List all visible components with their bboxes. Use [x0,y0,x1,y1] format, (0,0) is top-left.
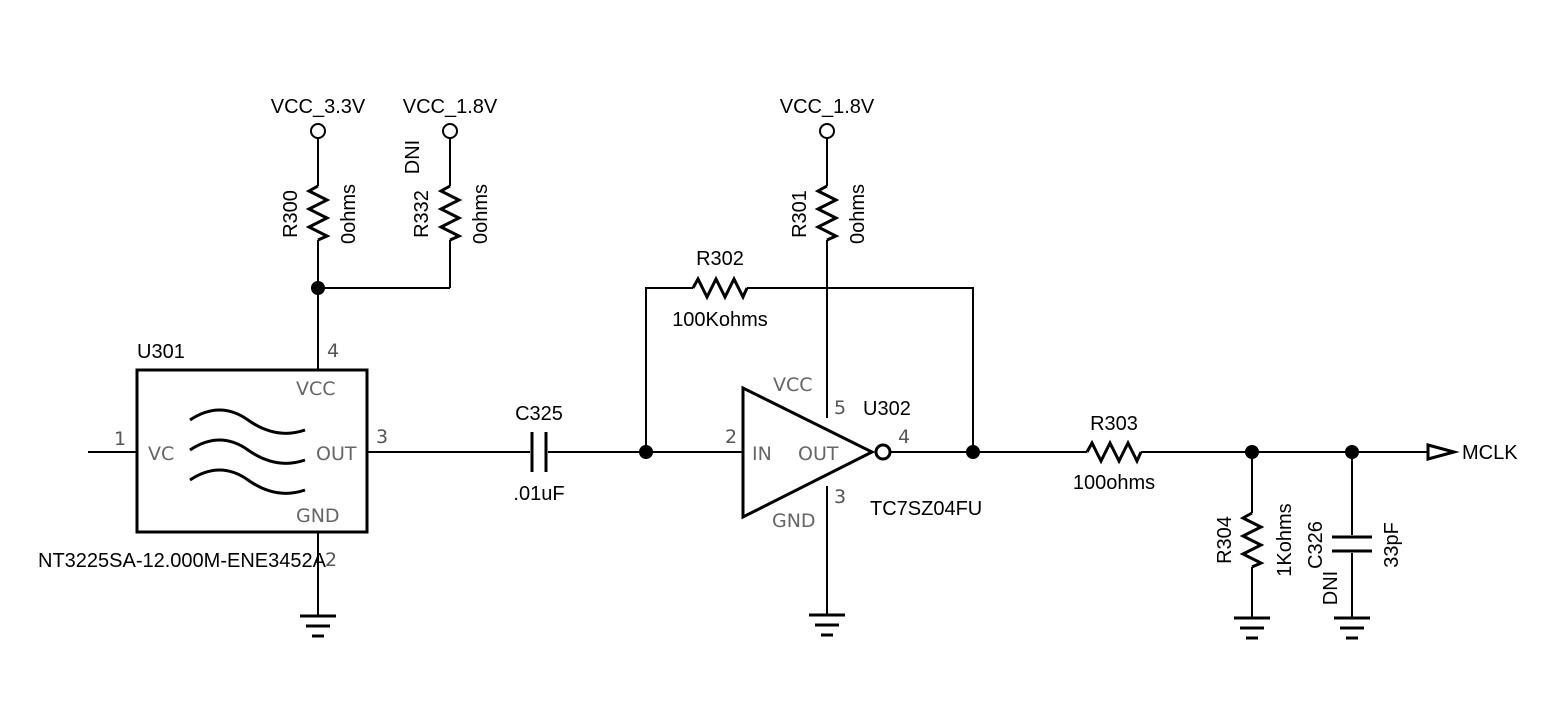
mclk-port: MCLK [1426,442,1518,464]
u301-pin-gnd: GND [296,505,340,527]
u301-pin1-number: 1 [114,428,126,450]
u302-pin-out: OUT [798,443,839,465]
c326-ref: C326 [1305,521,1327,569]
r302-ref: R302 [696,248,744,270]
vcc-1v8-terminal-b: VCC_1.8V [780,96,875,139]
c325-ref: C325 [515,403,563,425]
resistor-r303: R303 100ohms [1073,413,1155,494]
u302-pin-gnd: GND [772,510,816,532]
r303-ref: R303 [1090,413,1138,435]
vcc-1v8-label-a: VCC_1.8V [403,96,498,118]
u302-pin-in: IN [752,443,772,465]
u302-ref: U302 [863,398,911,420]
u301-pin-vcc: VCC [296,378,336,400]
vcc-1v8-terminal-a: VCC_1.8V [403,96,498,139]
r300-value: 0ohms [338,184,360,244]
r302-value: 100Kohms [672,309,768,331]
resistor-r301: R301 0ohms [789,138,869,418]
resistor-r300: R300 0ohms [280,138,360,370]
u302-pin3-number: 3 [834,486,846,508]
c325-value: .01uF [513,483,564,505]
u301-pin2-number: 2 [325,549,337,571]
capacitor-c326: C326 DNI 33pF [1305,452,1403,617]
inverter-bubble-icon [874,443,892,461]
r301-value: 0ohms [847,184,869,244]
u302-pin5-number: 5 [834,397,846,419]
r300-ref: R300 [280,190,302,238]
u301-part: NT3225SA-12.000M-ENE3452A [38,550,327,572]
u301-pin4-number: 4 [327,340,339,362]
u302-pin4-number: 4 [898,426,910,448]
crystal-wave-icon [189,438,306,465]
crystal-wave-icon [189,408,306,435]
junction-dot [966,445,980,459]
ground-icon [809,613,845,637]
c326-value: 33pF [1381,522,1403,568]
output-arrow-icon [1426,443,1460,461]
oscillator-u301: U301 NT3225SA-12.000M-ENE3452A VC VCC OU… [38,340,388,615]
r301-ref: R301 [789,190,811,238]
resistor-r332: R332 DNI 0ohms [402,138,492,288]
vcc-3v3-terminal: VCC_3.3V [271,96,366,139]
u302-pin2-number: 2 [725,426,737,448]
ground-icon [1234,616,1270,640]
u301-ref: U301 [137,341,185,363]
r332-dni: DNI [402,140,424,174]
inverter-u302: U302 TC7SZ04FU VCC IN OUT GND 5 2 4 3 [725,374,982,614]
resistor-r304: R304 1Kohms [1214,452,1296,617]
r303-value: 100ohms [1073,472,1155,494]
r304-value: 1Kohms [1274,503,1296,576]
u301-pin3-number: 3 [376,426,388,448]
vcc-1v8-label-b: VCC_1.8V [780,96,875,118]
r332-value: 0ohms [470,184,492,244]
u302-part: TC7SZ04FU [870,498,982,520]
resistor-r302: R302 100Kohms [645,248,974,452]
ground-icon [300,614,336,638]
c326-dni: DNI [1320,571,1342,605]
crystal-wave-icon [189,468,306,495]
u301-pin-vc: VC [148,443,174,465]
r332-ref: R332 [411,190,433,238]
capacitor-c325: C325 .01uF [513,403,564,505]
u301-pin-out: OUT [316,443,357,465]
ground-icon [1334,616,1370,640]
mclk-label: MCLK [1462,442,1518,464]
r304-ref: R304 [1214,516,1236,564]
vcc-3v3-label: VCC_3.3V [271,96,366,118]
u302-pin-vcc: VCC [773,374,813,396]
junction-dot [311,281,325,295]
